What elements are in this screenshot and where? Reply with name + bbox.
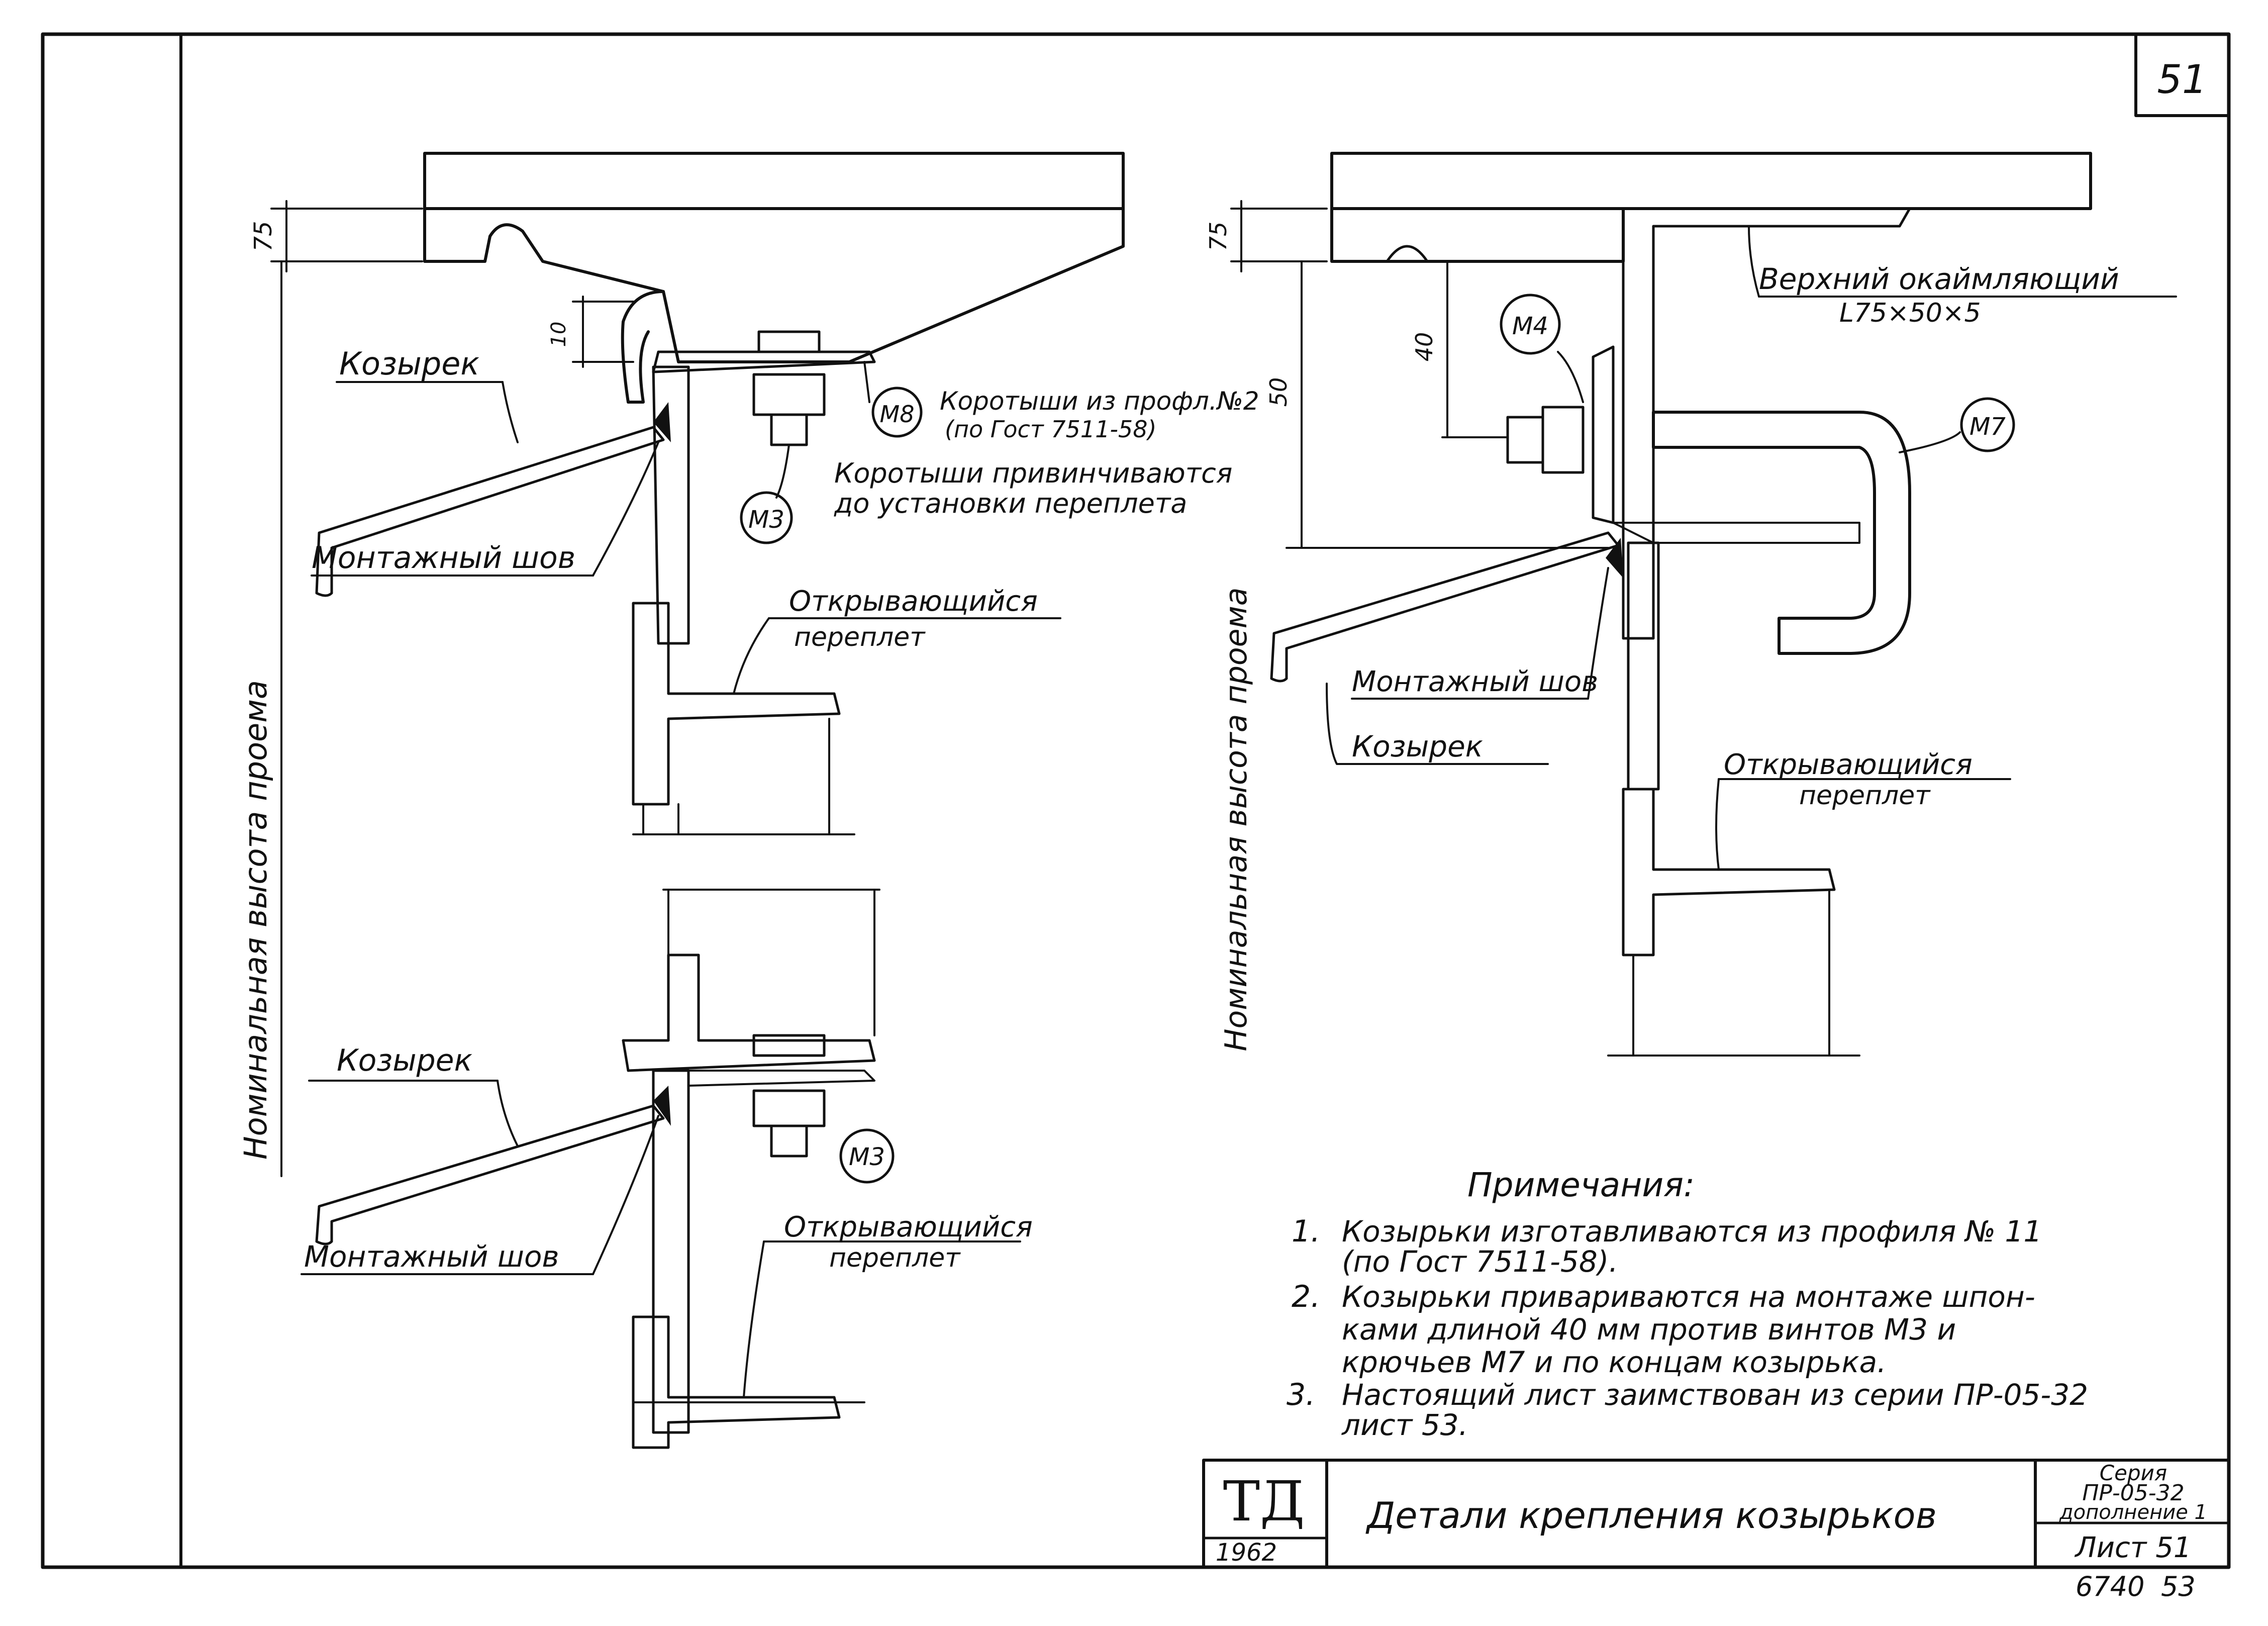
frame-profile: [652, 365, 690, 645]
notes-block: Примечания: 1. Козырьки изготавливаются …: [1287, 1166, 2088, 1442]
concrete-fill-right: [1330, 207, 1625, 263]
mark-m3-circle-bottom: [839, 1128, 895, 1184]
label-weld-right: Монтажный шов: [1352, 665, 1598, 698]
label-angle-2: L75×50×5: [1839, 298, 1981, 328]
note-3-line-2: лист 53.: [1341, 1408, 1468, 1442]
mark-m7: М7: [1969, 413, 2006, 441]
weld-mark-bottom: [653, 1086, 671, 1126]
hook-m7: [1652, 411, 1911, 655]
mark-m3-top: М3: [748, 506, 784, 534]
dim-50: 50: [1265, 377, 1292, 407]
mark-m8-circle: [871, 387, 923, 438]
kozyrek-plate-right: [1270, 531, 1620, 683]
slab-hatched-right: [1330, 152, 2092, 210]
mark-m4: М4: [1512, 312, 1548, 340]
note-2-line-1: Козырьки привариваются на монтаже шпон-: [1342, 1280, 2035, 1314]
note-m8-3: Коротыши привинчиваются: [834, 457, 1232, 489]
vertical-label-right: Номинальная высота проема: [1219, 587, 1254, 1051]
note-2-line-2: ками длиной 40 мм против винтов М3 и: [1342, 1312, 1956, 1347]
label-kozyrek-right: Козырек: [1352, 729, 1483, 763]
note-1-line-2: (по Гост 7511-58).: [1342, 1245, 1618, 1279]
label-sash-top-1: Открывающийся: [789, 585, 1038, 618]
inventory-page: 53: [2161, 1571, 2196, 1602]
slab-hatched: [423, 152, 1125, 210]
note-m8-4: до установки переплета: [834, 488, 1187, 519]
concrete-fill: [423, 207, 1125, 363]
mark-m3-circle: [740, 491, 793, 544]
label-sash-bottom-2: переплет: [829, 1243, 961, 1273]
label-weld-top: Монтажный шов: [312, 540, 575, 576]
kozyrek-plate: [315, 426, 665, 597]
mark-m8: М8: [880, 401, 915, 428]
notes-heading: Примечания:: [1467, 1166, 1695, 1204]
nut-bottom: [752, 1089, 826, 1127]
weld-mark: [653, 402, 671, 442]
frame-profile-bottom: [652, 1069, 690, 1434]
note-m8-1: Коротыши из профл.№2: [940, 387, 1259, 416]
dim-10: 10: [547, 322, 570, 347]
title-block: ТД 1962 Детали крепления козырьков Серия…: [1202, 1459, 2230, 1602]
screw-head: [757, 330, 821, 353]
kozyrek-plate-bottom: [315, 1104, 665, 1246]
dim-40: 40: [1411, 332, 1438, 362]
note-1-number: 1.: [1292, 1214, 1320, 1249]
mark-m4-circle: [1500, 294, 1561, 355]
inventory-number: 6740: [2076, 1571, 2144, 1602]
dim-75-right: 75: [1205, 222, 1232, 251]
label-angle-1: Верхний окаймляющий: [1759, 262, 2119, 296]
series-label: Серия: [2100, 1461, 2167, 1485]
note-3-line-1: Настоящий лист заимствован из серии ПР-0…: [1342, 1378, 2088, 1412]
label-kozyrek-bottom: Козырек: [337, 1043, 472, 1078]
sash-profile-right: [1622, 788, 1836, 957]
stamp-year: 1962: [1216, 1539, 1277, 1567]
label-sash-bottom-1: Открывающийся: [784, 1211, 1033, 1244]
sash-lower-bottom: [632, 1315, 841, 1449]
label-sash-right-1: Открывающийся: [1724, 748, 1973, 781]
nut: [752, 373, 826, 416]
left-top-detail: 75 10 Козырек Монтажный шов Открывающийс…: [237, 152, 1259, 1177]
note-2-line-3: крючьев М7 и по концам козырька.: [1342, 1345, 1887, 1379]
label-sash-right-2: переплет: [1799, 781, 1931, 811]
mark-m3-bottom: М3: [849, 1143, 885, 1171]
vertical-label-left: Номинальная высота проема: [237, 680, 274, 1160]
label-sash-top-2: переплет: [794, 622, 926, 652]
sash-profile: [632, 602, 841, 806]
left-bottom-detail: Козырек Монтажный шов Открывающийся пере…: [301, 889, 1033, 1449]
note-m8-2: (по Гост 7511-58): [945, 416, 1156, 443]
hook-profile: [621, 290, 665, 404]
page-number: 51: [2157, 57, 2207, 103]
angle-top: [1622, 207, 1911, 640]
mark-m7-circle: [1960, 397, 2015, 452]
sash-upper-bottom: [622, 953, 876, 1072]
note-1-line-1: Козырьки изготавливаются из профиля № 11: [1342, 1214, 2042, 1249]
note-3-number: 3.: [1287, 1377, 1315, 1412]
stamp-td: ТД: [1223, 1469, 1305, 1534]
label-weld-bottom: Монтажный шов: [304, 1239, 559, 1274]
bolt-end-bottom: [770, 1124, 808, 1158]
series-supplement: дополнение 1: [2059, 1501, 2207, 1524]
dim-75: 75: [249, 221, 277, 251]
drawing-frame: [41, 32, 2231, 1569]
series-value: ПР-05-32: [2082, 1480, 2184, 1506]
sheet-title: Детали крепления козырьков: [1365, 1494, 1937, 1537]
note-2-number: 2.: [1292, 1279, 1320, 1314]
right-detail: 75 40 50 М4 М7 Верхний окаймляющий L75×5…: [1205, 152, 2177, 1057]
page-number-box: 51: [2134, 33, 2230, 117]
screw-head-bottom: [752, 1034, 826, 1057]
label-kozyrek-top: Козырек: [339, 345, 479, 382]
bolt-end: [770, 413, 808, 446]
sheet-number: Лист 51: [2075, 1532, 2192, 1564]
m4-clip: [1592, 345, 1615, 524]
